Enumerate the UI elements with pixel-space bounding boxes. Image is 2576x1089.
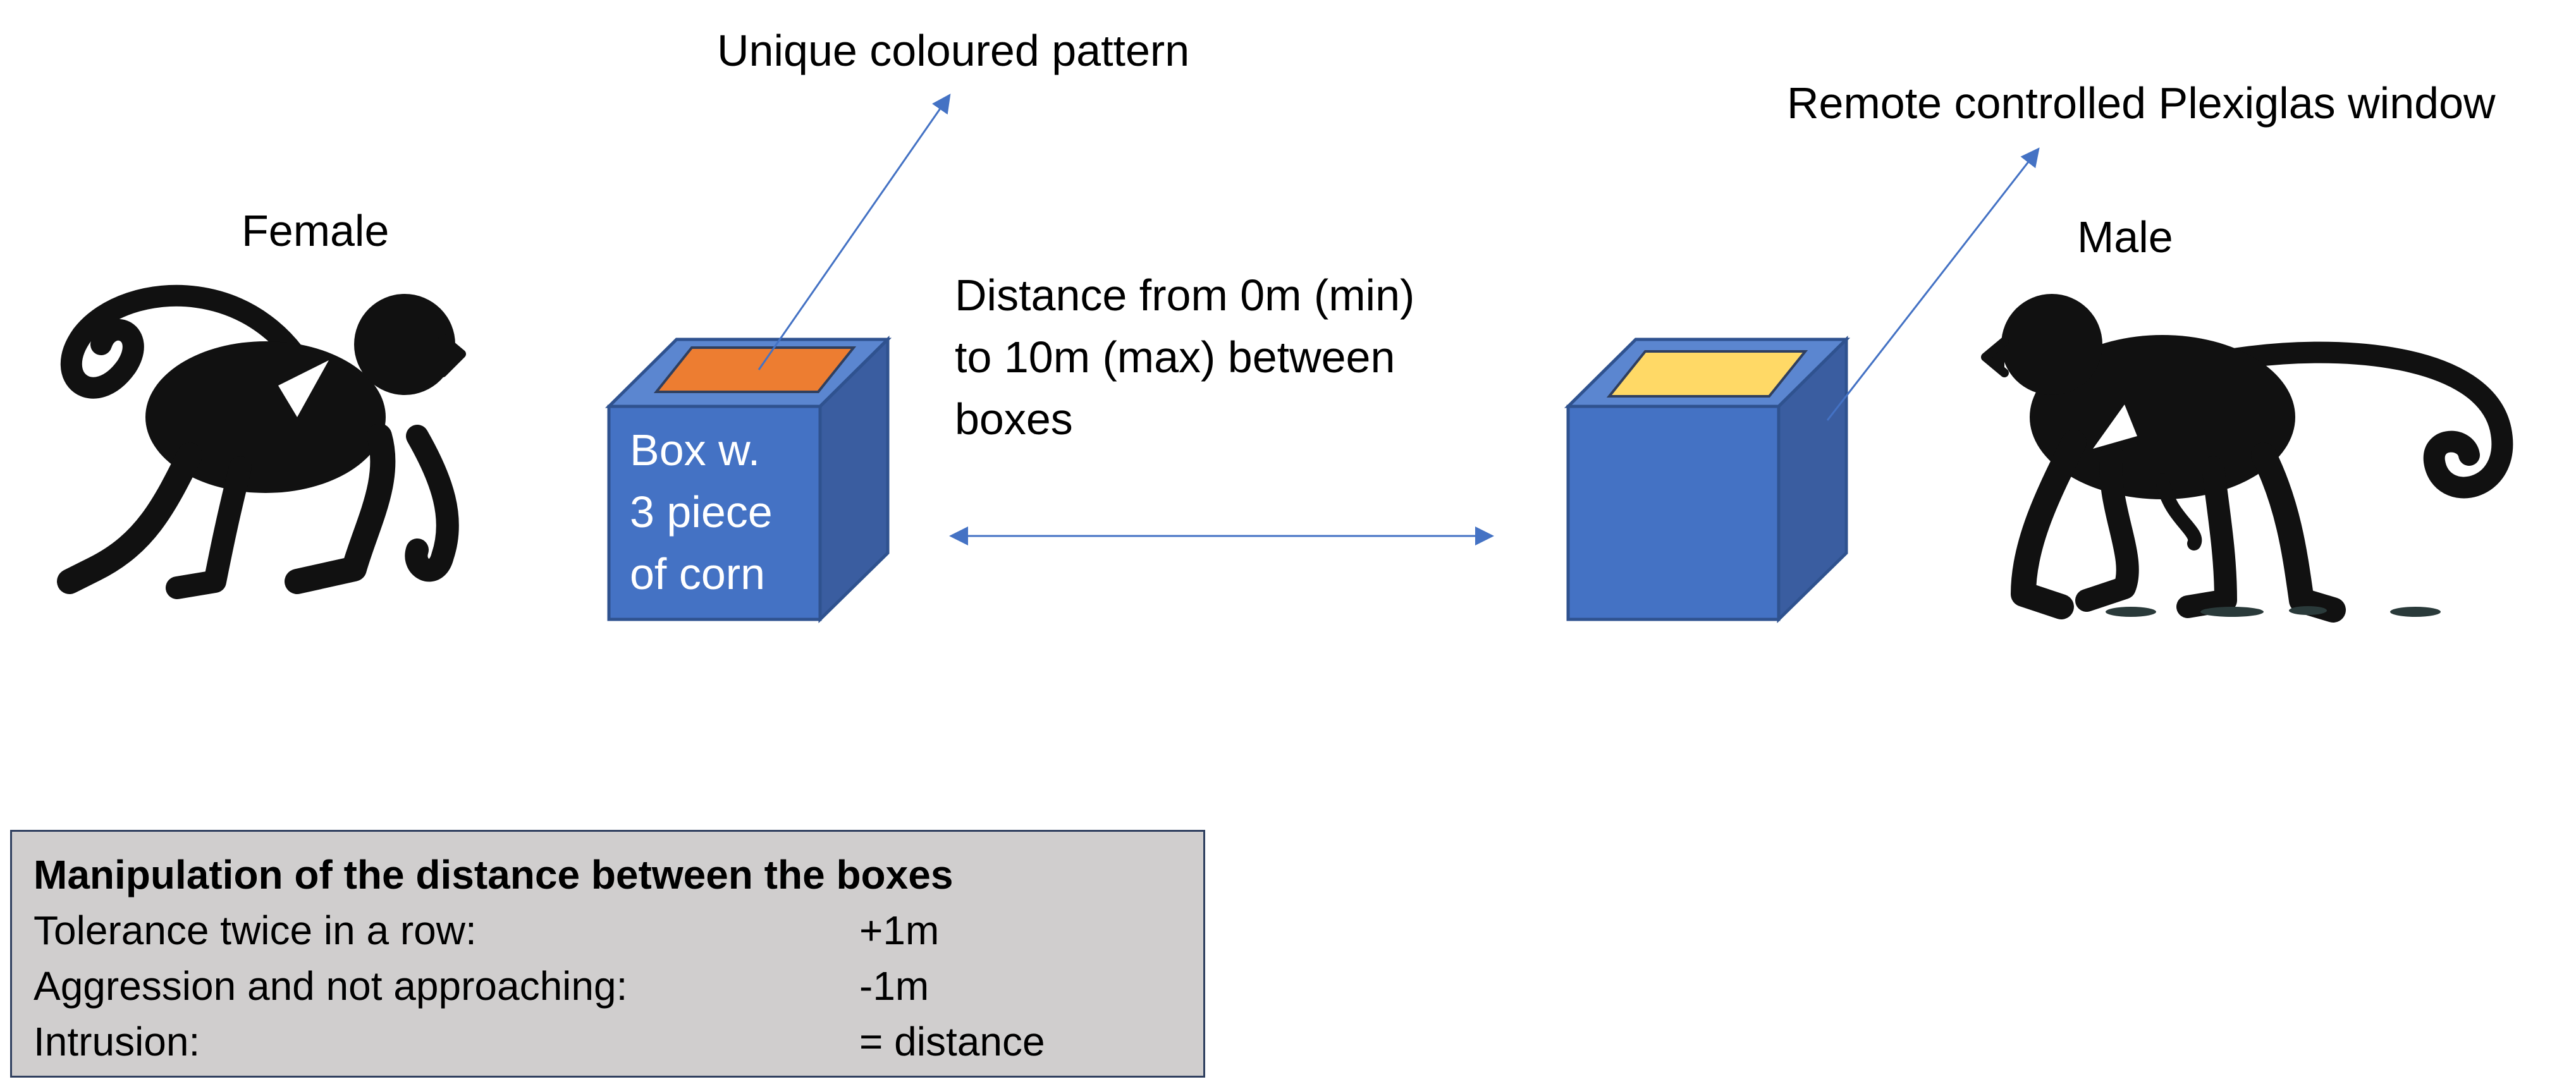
orange-pattern	[653, 346, 857, 393]
male-label: Male	[2077, 212, 2173, 262]
panel-row-value: +1m	[859, 908, 940, 953]
panel-row-value: -1m	[859, 963, 929, 1009]
panel-row-label: Aggression and not approaching:	[34, 963, 628, 1009]
panel-row-label: Intrusion:	[34, 1019, 200, 1064]
box-line-3: of corn	[630, 549, 765, 599]
manipulation-panel: Manipulation of the distance between the…	[10, 830, 1205, 1078]
window-pointer-arrow	[1826, 147, 2040, 421]
distance-line-3: boxes	[955, 394, 1073, 444]
distance-line-1: Distance from 0m (min)	[955, 271, 1415, 320]
panel-title: Manipulation of the distance between the…	[34, 852, 954, 897]
female-label: Female	[242, 206, 389, 255]
left-box	[604, 336, 892, 623]
monkey-male-icon	[1981, 294, 2513, 623]
box-label: Box w. 3 piece of corn	[630, 419, 773, 605]
panel-row-label: Tolerance twice in a row:	[34, 908, 477, 953]
window-label: Remote controlled Plexiglas window	[1787, 78, 2496, 128]
box-line-2: 3 piece	[630, 487, 773, 537]
panel-row-value: = distance	[859, 1019, 1045, 1064]
monkey-female-icon	[57, 284, 466, 599]
pattern-pointer-arrow	[757, 94, 951, 370]
distance-label: Distance from 0m (min) to 10m (max) betw…	[955, 273, 1414, 441]
distance-line-2: to 10m (max) between	[955, 332, 1395, 382]
right-box	[1564, 336, 1851, 623]
yellow-pattern	[1606, 350, 1808, 398]
pattern-label: Unique coloured pattern	[717, 26, 1190, 75]
box-line-1: Box w.	[630, 425, 761, 475]
